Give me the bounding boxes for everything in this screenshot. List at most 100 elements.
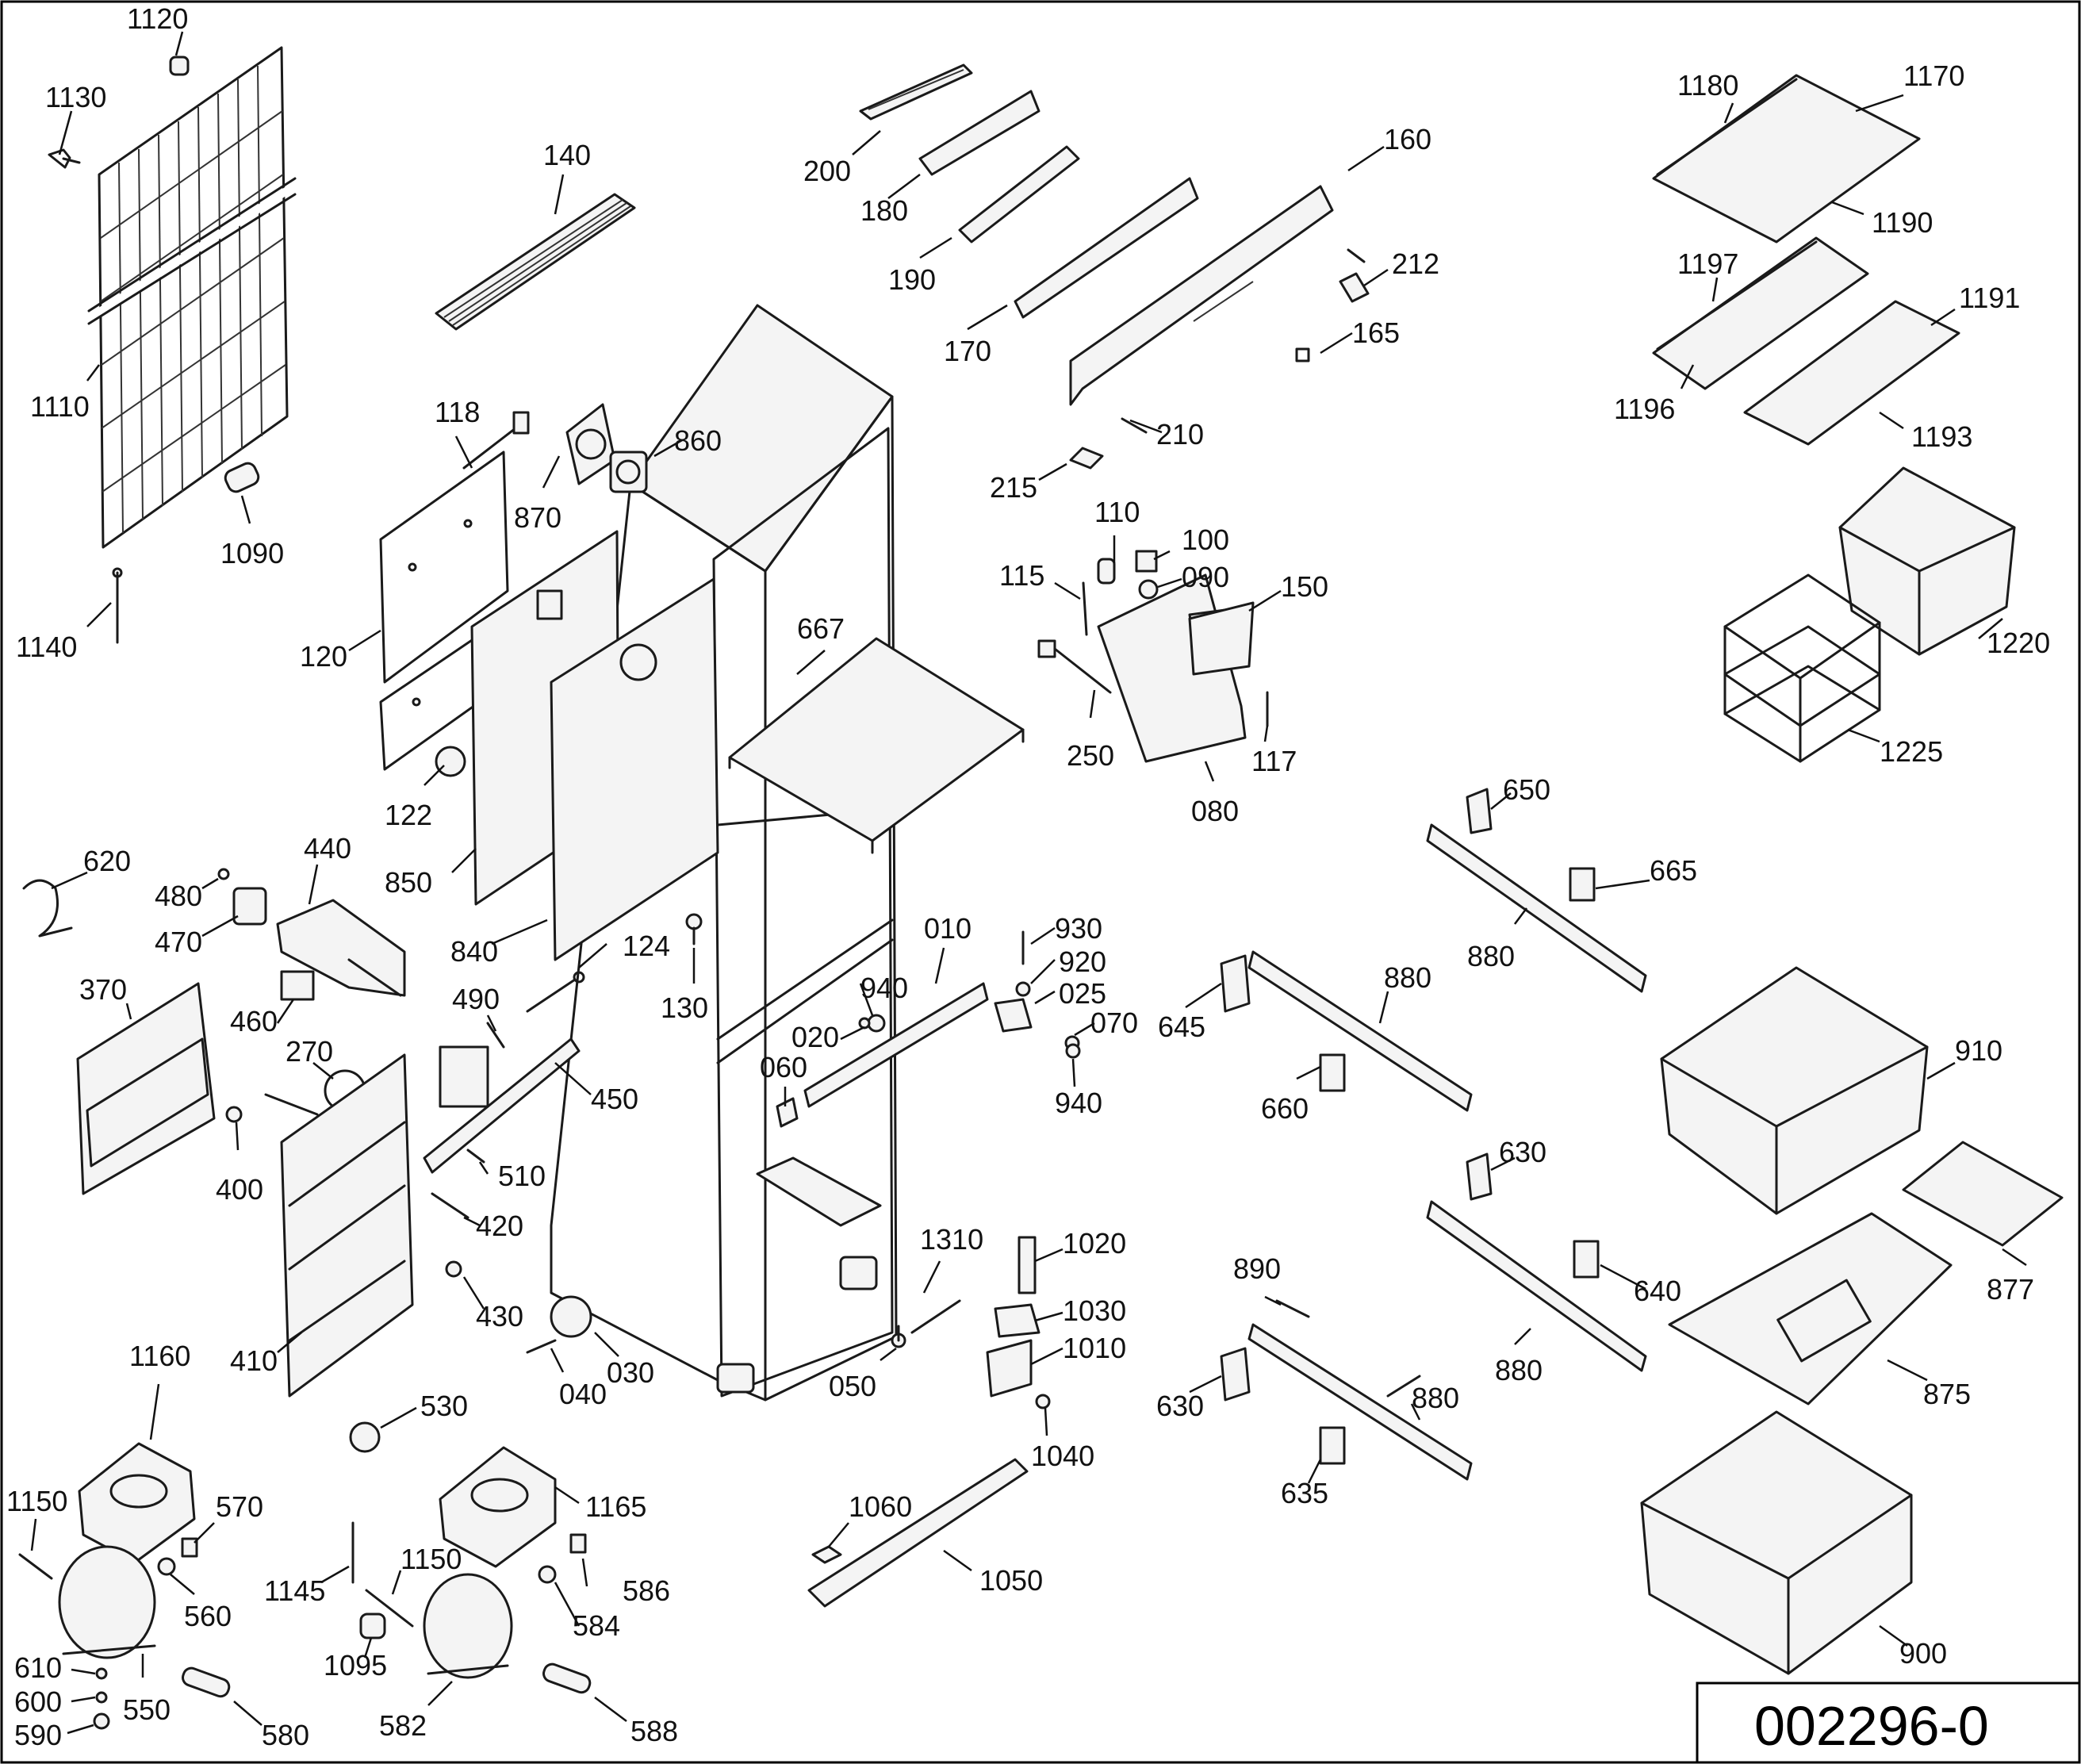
heater-450 (423, 1037, 581, 1174)
label-1060 (811, 1545, 842, 1564)
label-122: 122 (385, 799, 432, 831)
spacer-940a (867, 1014, 886, 1033)
bracket-645 (1220, 954, 1251, 1013)
label-430: 430 (476, 1300, 523, 1333)
rail-880c (1426, 1200, 1647, 1372)
clip-215 (1069, 447, 1104, 470)
spring-118 (462, 411, 530, 470)
evaporator-cover-370 (76, 982, 216, 1195)
label-470: 470 (155, 926, 202, 958)
label-650: 650 (1503, 773, 1550, 806)
label-118: 118 (435, 396, 480, 428)
label-880d: 880 (1412, 1382, 1459, 1414)
label-930: 930 (1055, 912, 1102, 945)
label-1197: 1197 (1677, 247, 1738, 280)
label-020: 020 (791, 1021, 839, 1053)
label-270: 270 (286, 1035, 333, 1068)
sleeve-1090 (224, 462, 260, 493)
plug-400 (225, 1106, 243, 1123)
clip-1120 (169, 56, 190, 76)
label-190: 190 (888, 263, 936, 296)
label-030: 030 (607, 1356, 654, 1389)
clip-212 (1339, 272, 1370, 303)
hinge-925 (994, 930, 1080, 1051)
compressor-582 (423, 1573, 513, 1679)
label-124: 124 (623, 930, 670, 962)
control-box-170 (1014, 177, 1199, 319)
label-200: 200 (803, 155, 851, 187)
screw-130 (685, 913, 703, 945)
label-070: 070 (1090, 1007, 1138, 1039)
screw-490 (486, 1022, 505, 1049)
label-490: 490 (452, 983, 500, 1015)
rod-250 (1037, 639, 1112, 694)
wire-rack-1225 (1723, 573, 1881, 763)
knob-122 (435, 746, 466, 777)
label-645: 645 (1158, 1010, 1205, 1043)
label-370: 370 (79, 973, 127, 1006)
evaporator-410 (280, 1053, 414, 1398)
screw-420 (431, 1192, 469, 1219)
screw-210 (1121, 417, 1148, 434)
label-025: 025 (1059, 977, 1106, 1010)
label-180: 180 (860, 194, 908, 227)
drawing-number-box: 002296-0 (1696, 1682, 2081, 1764)
air-duct-140 (435, 193, 636, 331)
power-cord-620 (22, 879, 73, 938)
plug-430 (445, 1260, 462, 1278)
glass-shelf-667 (728, 637, 1025, 854)
sensor-115 (1082, 581, 1088, 636)
control-cover-160 (1069, 185, 1334, 406)
label-110: 110 (1094, 496, 1140, 528)
bracket-460 (280, 970, 315, 1001)
label-635: 635 (1281, 1477, 1328, 1509)
label-120: 120 (300, 640, 347, 673)
hinge-1010 (986, 1339, 1033, 1398)
label-170: 170 (944, 335, 991, 367)
label-1196: 1196 (1614, 393, 1675, 425)
drawer-frame-875 (1668, 1212, 1953, 1405)
bin-1220 (1838, 466, 2016, 656)
label-1170: 1170 (1903, 59, 1964, 92)
bracket-660 (1319, 1053, 1346, 1092)
grommet-586 (569, 1533, 587, 1554)
tube-1150a (18, 1553, 53, 1580)
screw-1130 (48, 148, 81, 169)
drawer-900 (1640, 1410, 1913, 1675)
grommet-570 (181, 1537, 198, 1558)
spacer-020 (858, 1017, 871, 1030)
drawing-number: 002296-0 (1754, 1695, 1989, 1757)
label-870: 870 (514, 501, 561, 534)
label-1140: 1140 (16, 631, 77, 663)
screw-212b (1347, 248, 1366, 263)
label-1090: 1090 (220, 537, 284, 569)
label-460: 460 (230, 1005, 278, 1037)
label-667: 667 (797, 612, 845, 645)
relay-580 (182, 1666, 231, 1698)
rail-880a (1426, 823, 1647, 993)
bracket-665 (1569, 867, 1596, 902)
label-060: 060 (760, 1051, 807, 1083)
label-600: 600 (14, 1685, 62, 1718)
rail-880d (1247, 1323, 1473, 1481)
label-910: 910 (1955, 1034, 2002, 1067)
label-165 (1295, 347, 1310, 362)
screw-1040 (1035, 1394, 1051, 1409)
panel-840 (550, 577, 719, 961)
fan-motor-440 (276, 899, 406, 997)
label-040: 040 (559, 1378, 607, 1410)
cabinet-body (550, 304, 898, 1402)
bracket-640 (1573, 1240, 1600, 1279)
label-115: 115 (999, 559, 1044, 592)
label-1110: 1110 (30, 390, 90, 423)
bracket-630a (1466, 1152, 1493, 1201)
bracket-100 (1135, 550, 1158, 573)
grommet-584 (538, 1565, 557, 1584)
cover-877 (1902, 1141, 2064, 1247)
shelf-1191 (1743, 300, 1960, 446)
label-940a: 940 (860, 972, 908, 1004)
bracket-630b (1220, 1347, 1251, 1402)
label-560: 560 (184, 1600, 232, 1632)
